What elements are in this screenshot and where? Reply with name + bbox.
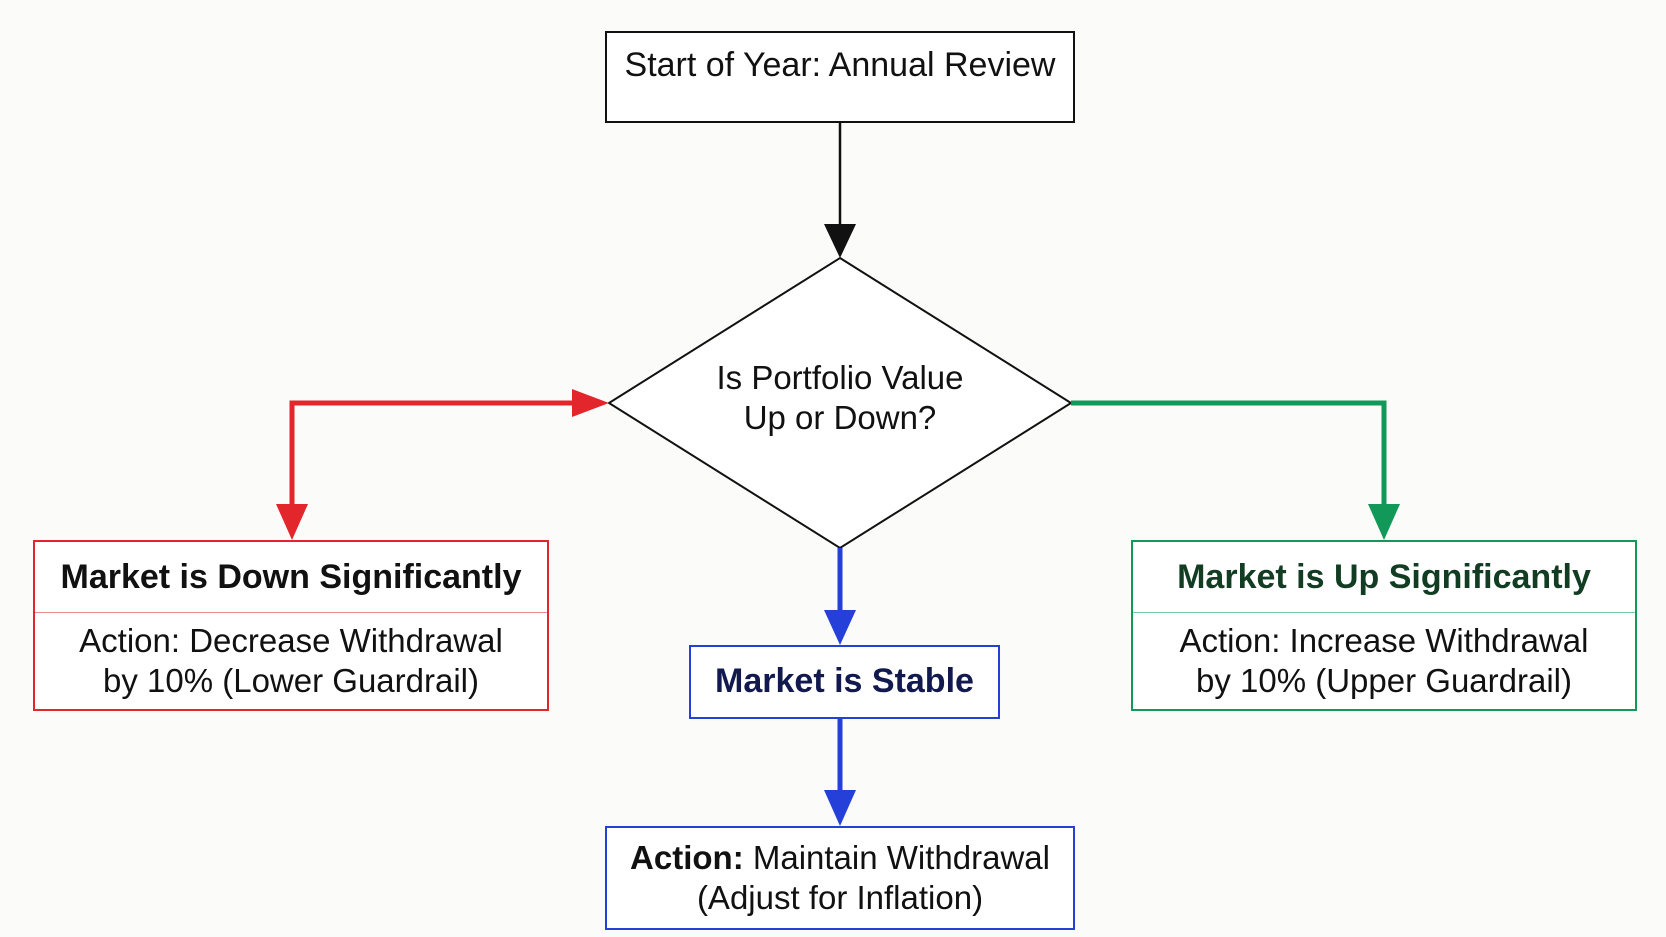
maintain-action-prefix: Action:: [630, 839, 744, 876]
up-action: Action: Increase Withdrawal by 10% (Uppe…: [1133, 613, 1635, 701]
maintain-line-2: (Adjust for Inflation): [696, 879, 984, 916]
up-action-line-2: by 10% (Upper Guardrail): [1196, 662, 1572, 699]
arrowhead-to-up-box: [1368, 504, 1400, 540]
up-action-line-1: Action: Increase Withdrawal: [1179, 622, 1589, 659]
stable-title: Market is Stable: [715, 662, 974, 700]
arrowhead-down-to-decision: [572, 389, 609, 417]
arrowhead-start-to-decision: [824, 224, 856, 258]
up-node: Market is Up Significantly Action: Incre…: [1131, 540, 1637, 711]
maintain-line-1: Action: Maintain Withdrawal: [607, 838, 1073, 878]
connector-down: [289, 400, 578, 507]
decision-label: Is Portfolio Value Up or Down?: [650, 358, 1030, 438]
arrowhead-to-stable-box: [824, 610, 856, 645]
decision-line-2: Up or Down?: [743, 399, 937, 436]
decision-line-1: Is Portfolio Value: [716, 359, 964, 396]
maintain-action-rest: Maintain Withdrawal: [743, 839, 1050, 876]
stable-node: Market is Stable: [689, 645, 1000, 719]
down-action-line-1: Action: Decrease Withdrawal: [79, 622, 503, 659]
arrowhead-to-down-box: [276, 504, 308, 540]
down-action: Action: Decrease Withdrawal by 10% (Lowe…: [35, 613, 547, 701]
start-label: Start of Year: Annual Review: [624, 46, 1056, 84]
start-node: Start of Year: Annual Review: [605, 31, 1075, 123]
up-title: Market is Up Significantly: [1133, 542, 1635, 613]
connector-up: [1071, 400, 1387, 507]
down-action-line-2: by 10% (Lower Guardrail): [103, 662, 479, 699]
arrowhead-to-maintain-box: [824, 790, 856, 826]
down-node: Market is Down Significantly Action: Dec…: [33, 540, 549, 711]
maintain-node: Action: Maintain Withdrawal (Adjust for …: [605, 826, 1075, 930]
down-title: Market is Down Significantly: [35, 542, 547, 613]
